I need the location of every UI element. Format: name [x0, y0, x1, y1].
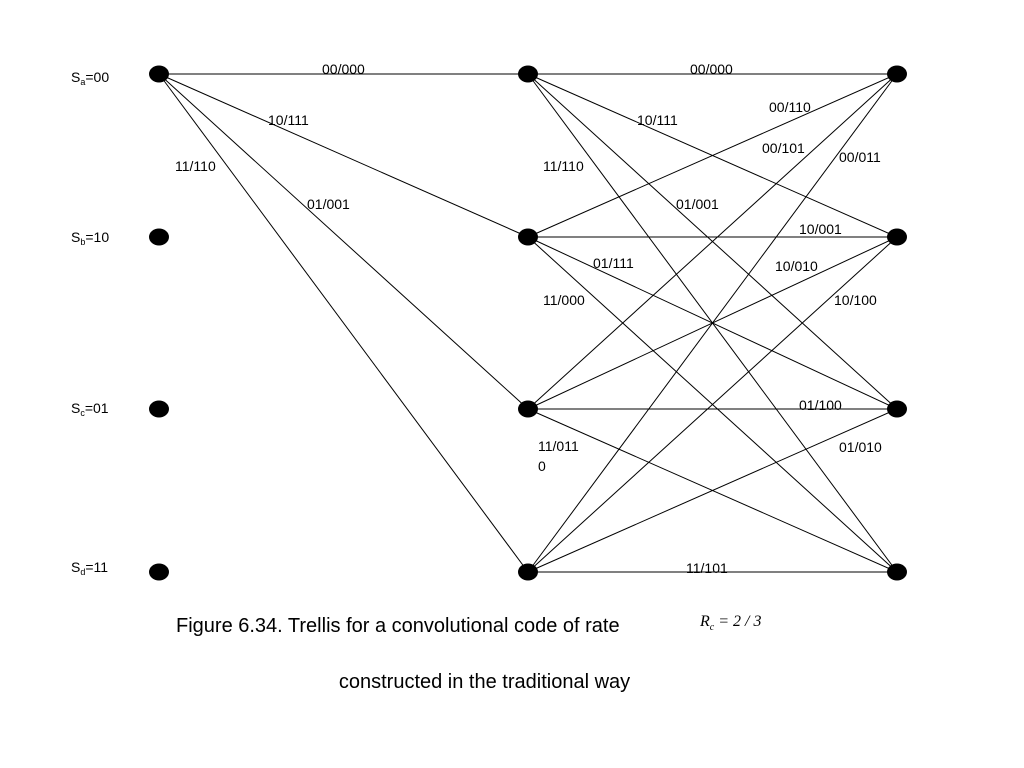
branch-stage1-1 [158, 73, 529, 238]
branch-stage2-3-1 [527, 236, 898, 573]
figure-caption-line2: constructed in the traditional way [338, 671, 631, 693]
rate-subscript: c [709, 622, 715, 634]
code-rate-formula: Rc = 2 / 3 [700, 613, 761, 633]
branch-label-stage2-10: 11/000 [543, 292, 585, 308]
rate-value: = 2 / 3 [718, 613, 762, 630]
state-node-0-1 [149, 228, 169, 246]
branch-stage2-3-0 [527, 73, 898, 573]
branch-label-stage2-3: 01/001 [676, 196, 719, 212]
branch-label-stage2-16: 11/101 [686, 560, 728, 576]
branch-label-stage2-12: 01/100 [799, 397, 842, 413]
branch-label-stage2-2: 11/110 [543, 158, 584, 174]
state-node-1-2 [518, 400, 538, 418]
branch-label-stage1-2: 01/001 [307, 196, 350, 212]
branch-stage2-3-2 [527, 408, 898, 573]
branch-label-stage2-4: 00/110 [769, 99, 811, 115]
state-node-2-2 [887, 400, 907, 418]
state-node-2-1 [887, 228, 907, 246]
state-node-1-3 [518, 563, 538, 581]
branch-stage1-2 [158, 73, 529, 410]
branch-stage2-2-0 [527, 73, 898, 410]
figure-caption-line1: Figure 6.34. Trellis for a convolutional… [176, 615, 620, 637]
branch-label-stage2-13: 11/011 [538, 438, 579, 454]
branch-label-stage2-1: 10/111 [637, 112, 678, 128]
state-node-2-3 [887, 563, 907, 581]
branch-label-stage2-5: 00/101 [762, 140, 805, 156]
branch-labels: 00/000 10/111 01/001 11/110 00/000 10/111 11/1… [175, 61, 882, 576]
branch-label-stage2-6: 00/011 [839, 149, 881, 165]
branch-stage2-1-0 [527, 73, 898, 238]
rate-symbol: R [700, 613, 710, 630]
branch-label-stage2-15: 01/010 [839, 439, 882, 455]
trellis-nodes [149, 65, 907, 581]
branch-label-stage2-7: 10/001 [799, 221, 842, 237]
state-node-1-0 [518, 65, 538, 83]
state-label-d: Sd=11 [71, 559, 108, 577]
branch-label-stage2-8: 01/111 [593, 255, 634, 271]
branch-label-stage1-0: 00/000 [322, 61, 365, 77]
trellis-edges [158, 73, 898, 573]
state-node-0-2 [149, 400, 169, 418]
branch-label-stage1-1: 10/111 [268, 112, 309, 128]
state-label-c: Sc=01 [71, 400, 109, 418]
state-label-a: Sa=00 [71, 69, 109, 87]
state-node-0-3 [149, 563, 169, 581]
branch-stage1-3 [158, 73, 529, 573]
state-node-2-0 [887, 65, 907, 83]
branch-label-stage2-9: 10/010 [775, 258, 818, 274]
branch-label-stage2-14: 0 [538, 458, 546, 474]
branch-label-stage2-11: 10/100 [834, 292, 877, 308]
trellis-diagram: 00/000 10/111 01/001 11/110 00/000 10/111 11/1… [71, 61, 907, 581]
state-node-1-1 [518, 228, 538, 246]
state-node-0-0 [149, 65, 169, 83]
branch-label-stage2-0: 00/000 [690, 61, 733, 77]
branch-label-stage1-3: 11/110 [175, 158, 216, 174]
state-label-b: Sb=10 [71, 229, 109, 247]
